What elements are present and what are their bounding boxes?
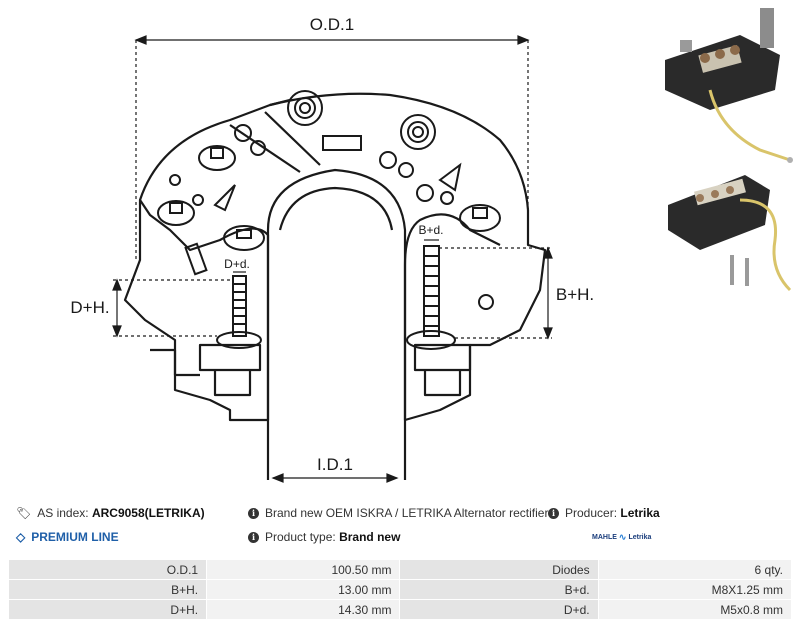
spec-key: Diodes [399,559,599,580]
table-row: B+H. 13.00 mm B+d. M8X1.25 mm [7,579,793,600]
table-row: O.D.1 100.50 mm Diodes 6 qty. [7,559,793,580]
producer-label: Producer: [565,506,618,520]
premium-line-text: PREMIUM LINE [31,530,119,544]
dd-label: D+d. [224,257,250,271]
brand-logo-text: MAHLE [592,533,617,541]
product-type-value: Brand new [339,530,401,544]
product-type-label: Product type: [265,530,336,544]
specs-table: O.D.1 100.50 mm Diodes 6 qty. B+H. 13.00… [7,559,793,620]
info-icon: i [248,531,259,543]
spec-value: M8X1.25 mm [597,579,793,600]
spec-value: 100.50 mm [206,559,401,580]
table-row: D+H. 14.30 mm D+d. M5x0.8 mm [7,599,793,620]
description-text: Brand new OEM ISKRA / LETRIKA Alternator… [265,506,549,520]
dh-label: D+H. [70,298,109,317]
od-label: O.D.1 [310,15,354,34]
diamond-icon: ◇ [16,530,26,544]
spec-key: D+d. [399,599,599,620]
spec-key: B+H. [7,579,208,600]
info-row-1: 🏷 AS index: ARC9058(LETRIKA) i Brand new… [0,503,800,523]
rectifier-technical-drawing: O.D.1 I.D.1 B+H. D+H. B+d. D+d. [70,8,793,483]
spec-value: M5x0.8 mm [597,599,793,620]
info-icon: i [248,507,259,519]
spec-value: 6 qty. [597,559,793,580]
product-photo-top [665,8,793,163]
info-icon: i [548,507,559,519]
product-photo-bottom [668,175,792,292]
spec-value: 14.30 mm [206,599,401,620]
spec-key: B+d. [399,579,599,600]
spec-key: D+H. [7,599,208,620]
premium-line: ◇ PREMIUM LINE [16,527,119,547]
as-index-value: ARC9058(LETRIKA) [91,506,205,520]
as-index-label: AS index: [37,506,89,520]
spec-key: O.D.1 [7,559,208,580]
bh-label: B+H. [556,285,594,304]
producer-value: Letrika [620,506,660,520]
wave-icon: ∿ [618,531,627,542]
description: i Brand new OEM ISKRA / LETRIKA Alternat… [248,503,548,523]
tag-icon: 🏷 [16,506,32,520]
info-row-2: ◇ PREMIUM LINE i Product type: Brand new… [0,527,800,547]
spec-value: 13.00 mm [206,579,401,600]
product-type: i Product type: Brand new [248,527,400,547]
id-label: I.D.1 [317,455,353,474]
producer: i Producer: Letrika [548,503,660,523]
bd-label: B+d. [418,223,443,237]
brand-logo: MAHLE ∿ Letrika [592,527,651,547]
as-index: 🏷 AS index: ARC9058(LETRIKA) [16,503,205,523]
brand-logo-sub: Letrika [628,533,652,541]
